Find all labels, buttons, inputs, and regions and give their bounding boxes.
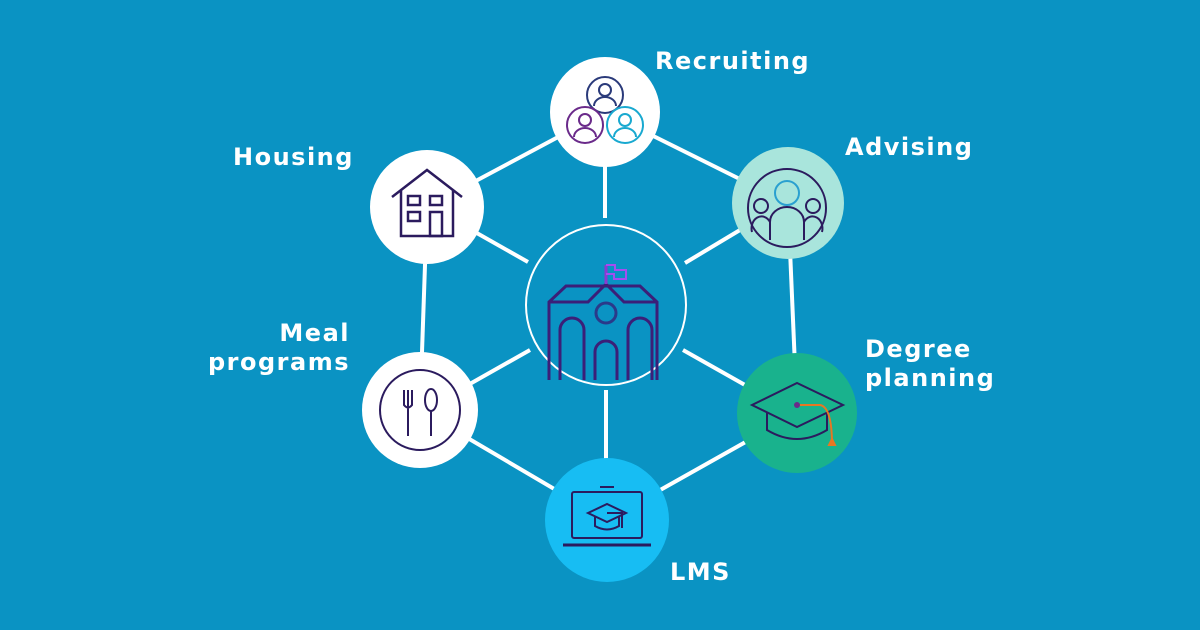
degree-label-line2: planning xyxy=(865,364,996,392)
housing-label: Housing xyxy=(233,143,354,171)
school-building-icon xyxy=(547,264,659,380)
degree-planning-label: Degree planning xyxy=(865,335,995,393)
recruiting-node[interactable] xyxy=(550,57,660,167)
house-icon xyxy=(391,168,463,238)
meal-programs-label: Meal programs xyxy=(208,319,350,377)
meal-label-line2: programs xyxy=(207,348,350,376)
degree-label-line1: Degree xyxy=(865,335,972,363)
degree-planning-node[interactable] xyxy=(737,353,857,473)
lms-node[interactable] xyxy=(545,458,669,582)
meal-label-line1: Meal xyxy=(279,319,350,347)
recruiting-label: Recruiting xyxy=(655,47,811,75)
advising-node[interactable] xyxy=(732,147,844,259)
lms-label: LMS xyxy=(670,558,731,586)
meal-programs-node[interactable] xyxy=(362,352,478,468)
advising-label: Advising xyxy=(845,133,974,161)
graduation-cap-icon xyxy=(749,381,846,446)
advisor-group-icon xyxy=(747,168,827,248)
people-group-icon xyxy=(566,76,644,144)
laptop-graduation-icon xyxy=(563,486,651,547)
housing-node[interactable] xyxy=(370,150,484,264)
fork-spoon-plate-icon xyxy=(379,369,461,451)
hub-node xyxy=(525,224,687,386)
